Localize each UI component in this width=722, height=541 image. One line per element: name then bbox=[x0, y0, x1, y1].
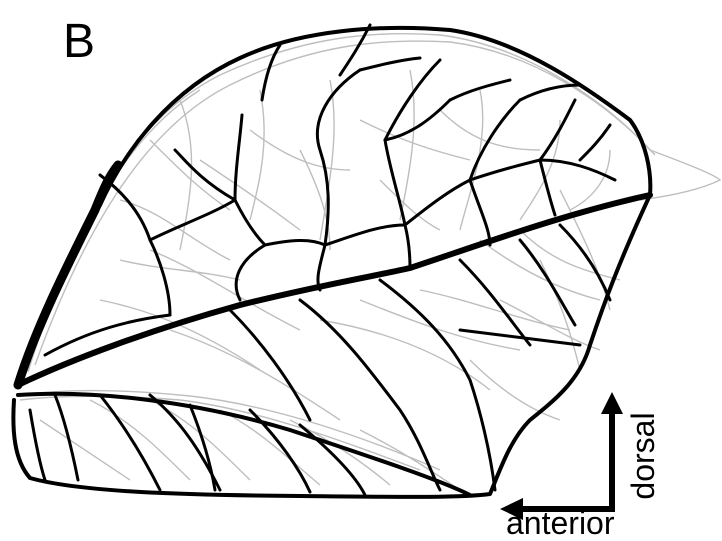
anterior-axis-label: anterior bbox=[506, 507, 615, 539]
panel-label: B bbox=[63, 18, 95, 66]
dorsal-arrow-head bbox=[601, 392, 623, 414]
primary-vein-network bbox=[13, 25, 650, 497]
dorsal-axis-label: dorsal bbox=[627, 411, 659, 501]
orientation-arrows bbox=[500, 392, 623, 520]
